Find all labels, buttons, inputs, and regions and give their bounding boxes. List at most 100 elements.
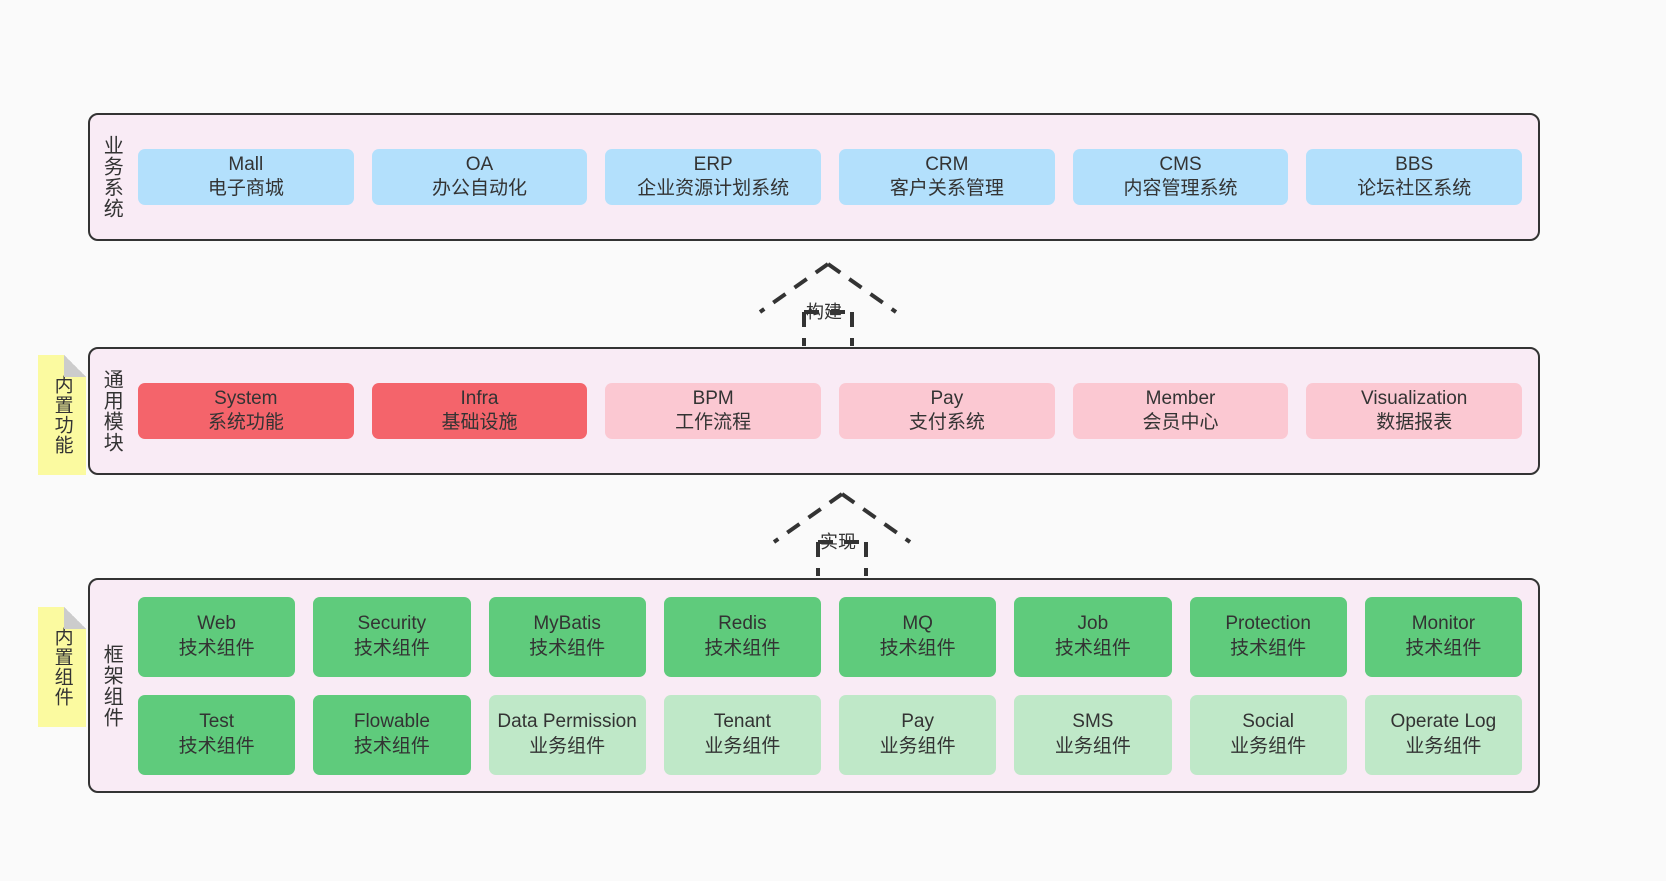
node-redis[interactable]: Redis 技术组件 [663, 596, 821, 677]
sticky-note-label: 内置组件 [51, 627, 73, 707]
arrow-shaft-build-icon [802, 310, 854, 346]
node-title: OA [465, 153, 494, 175]
node-desc: 内容管理系统 [1123, 178, 1238, 199]
node-title: MQ [902, 613, 933, 635]
node-title: Social [1242, 711, 1294, 733]
node-title: Operate Log [1390, 711, 1497, 733]
sticky-note-builtin-components: 内置组件 [38, 607, 86, 727]
node-sms[interactable]: SMS 业务组件 [1014, 694, 1172, 775]
node-mq[interactable]: MQ 技术组件 [839, 596, 997, 677]
node-desc: 业务组件 [704, 735, 781, 757]
node-desc: 会员中心 [1142, 412, 1219, 433]
layer-body-framework-components: Web 技术组件 Security 技术组件 MyBatis 技术组件 Redi… [132, 580, 1538, 791]
node-desc: 业务组件 [1230, 735, 1307, 757]
node-desc: 业务组件 [1054, 735, 1131, 757]
node-title: Data Permission [497, 711, 637, 733]
layer-body-business-systems: Mall 电子商城 OA 办公自动化 ERP 企业资源计划系统 CRM 客户关系… [132, 115, 1538, 239]
node-desc: 电子商城 [207, 178, 284, 199]
node-title: Infra [460, 387, 499, 409]
node-data-permission[interactable]: Data Permission 业务组件 [488, 694, 646, 775]
node-system[interactable]: System 系统功能 [138, 382, 354, 440]
node-row: System 系统功能 Infra 基础设施 BPM 工作流程 Pay 支付系统… [138, 382, 1523, 440]
node-security[interactable]: Security 技术组件 [313, 596, 471, 677]
node-title: Test [199, 711, 235, 733]
node-social[interactable]: Social 业务组件 [1189, 694, 1347, 775]
layer-common-modules: 通用模块 System 系统功能 Infra 基础设施 BPM 工作流程 Pay… [88, 347, 1540, 475]
node-flowable[interactable]: Flowable 技术组件 [313, 694, 471, 775]
node-test[interactable]: Test 技术组件 [138, 694, 296, 775]
node-title: Pay [901, 711, 934, 733]
node-title: Web [197, 613, 236, 635]
node-title: Member [1145, 387, 1216, 409]
node-title: System [214, 387, 278, 409]
layer-title-framework-components: 框架组件 [100, 643, 123, 728]
node-desc: 数据报表 [1376, 412, 1453, 433]
node-title: Tenant [713, 711, 771, 733]
node-desc: 技术组件 [178, 637, 255, 659]
sticky-note-builtin-features: 内置功能 [38, 355, 86, 475]
node-desc: 技术组件 [353, 637, 430, 659]
node-member[interactable]: Member 会员中心 [1072, 382, 1289, 440]
node-title: SMS [1072, 711, 1114, 733]
node-title: CMS [1159, 153, 1202, 175]
node-row: Web 技术组件 Security 技术组件 MyBatis 技术组件 Redi… [138, 596, 1522, 677]
node-desc: 技术组件 [1230, 637, 1307, 659]
node-desc: 客户关系管理 [889, 178, 1004, 199]
node-protection[interactable]: Protection 技术组件 [1189, 596, 1347, 677]
node-title: MyBatis [533, 613, 601, 635]
layer-framework-components: 框架组件 Web 技术组件 Security 技术组件 MyBatis 技术组件… [88, 578, 1540, 793]
node-mybatis[interactable]: MyBatis 技术组件 [488, 596, 646, 677]
node-desc: 技术组件 [529, 637, 606, 659]
node-title: BBS [1395, 153, 1434, 175]
node-desc: 系统功能 [207, 412, 284, 433]
node-crm[interactable]: CRM 客户关系管理 [839, 148, 1055, 206]
node-bpm[interactable]: BPM 工作流程 [605, 382, 822, 440]
node-erp[interactable]: ERP 企业资源计划系统 [605, 148, 822, 206]
connector-label-implement: 实现 [820, 532, 856, 552]
node-operate-log[interactable]: Operate Log 业务组件 [1364, 694, 1522, 775]
connector-label-build: 构建 [806, 302, 842, 322]
layer-title-business-systems: 业务系统 [100, 135, 123, 219]
node-title: ERP [693, 153, 733, 175]
arrow-shaft-implement-icon [816, 540, 868, 576]
layer-body-common-modules: System 系统功能 Infra 基础设施 BPM 工作流程 Pay 支付系统… [132, 349, 1538, 473]
node-desc: 业务组件 [529, 735, 606, 757]
node-title: Security [357, 613, 427, 635]
node-cms[interactable]: CMS 内容管理系统 [1072, 148, 1289, 206]
node-visualization[interactable]: Visualization 数据报表 [1306, 382, 1523, 440]
node-title: Redis [718, 613, 767, 635]
node-desc: 支付系统 [908, 412, 985, 433]
node-bbs[interactable]: BBS 论坛社区系统 [1306, 148, 1523, 206]
node-desc: 技术组件 [1054, 637, 1131, 659]
node-title: Protection [1225, 613, 1311, 635]
node-desc: 技术组件 [879, 637, 956, 659]
node-oa[interactable]: OA 办公自动化 [371, 148, 588, 206]
node-desc: 基础设施 [441, 412, 518, 433]
node-row: Test 技术组件 Flowable 技术组件 Data Permission … [138, 694, 1522, 775]
node-tenant[interactable]: Tenant 业务组件 [663, 694, 821, 775]
connector-build: 构建 [758, 262, 898, 346]
node-pay-module[interactable]: Pay 支付系统 [839, 382, 1055, 440]
node-title: Monitor [1411, 613, 1476, 635]
node-desc: 论坛社区系统 [1357, 178, 1472, 199]
node-desc: 技术组件 [1405, 637, 1482, 659]
sticky-note-label: 内置功能 [51, 375, 73, 455]
node-title: Job [1077, 613, 1109, 635]
node-desc: 业务组件 [879, 735, 956, 757]
layer-title-common-modules: 通用模块 [100, 369, 123, 453]
node-title: BPM [692, 387, 734, 409]
node-job[interactable]: Job 技术组件 [1014, 596, 1172, 677]
arrow-head-implement-icon [772, 492, 912, 544]
node-mall[interactable]: Mall 电子商城 [138, 148, 354, 206]
node-desc: 工作流程 [675, 412, 752, 433]
arrow-head-build-icon [758, 262, 898, 314]
node-web[interactable]: Web 技术组件 [138, 596, 296, 677]
node-title: Mall [228, 153, 264, 175]
node-desc: 办公自动化 [432, 178, 528, 199]
node-monitor[interactable]: Monitor 技术组件 [1364, 596, 1522, 677]
node-pay-component[interactable]: Pay 业务组件 [839, 694, 997, 775]
node-row: Mall 电子商城 OA 办公自动化 ERP 企业资源计划系统 CRM 客户关系… [138, 148, 1523, 206]
layer-business-systems: 业务系统 Mall 电子商城 OA 办公自动化 ERP 企业资源计划系统 CRM… [88, 113, 1540, 241]
node-title: Visualization [1361, 387, 1468, 409]
node-infra[interactable]: Infra 基础设施 [371, 382, 588, 440]
